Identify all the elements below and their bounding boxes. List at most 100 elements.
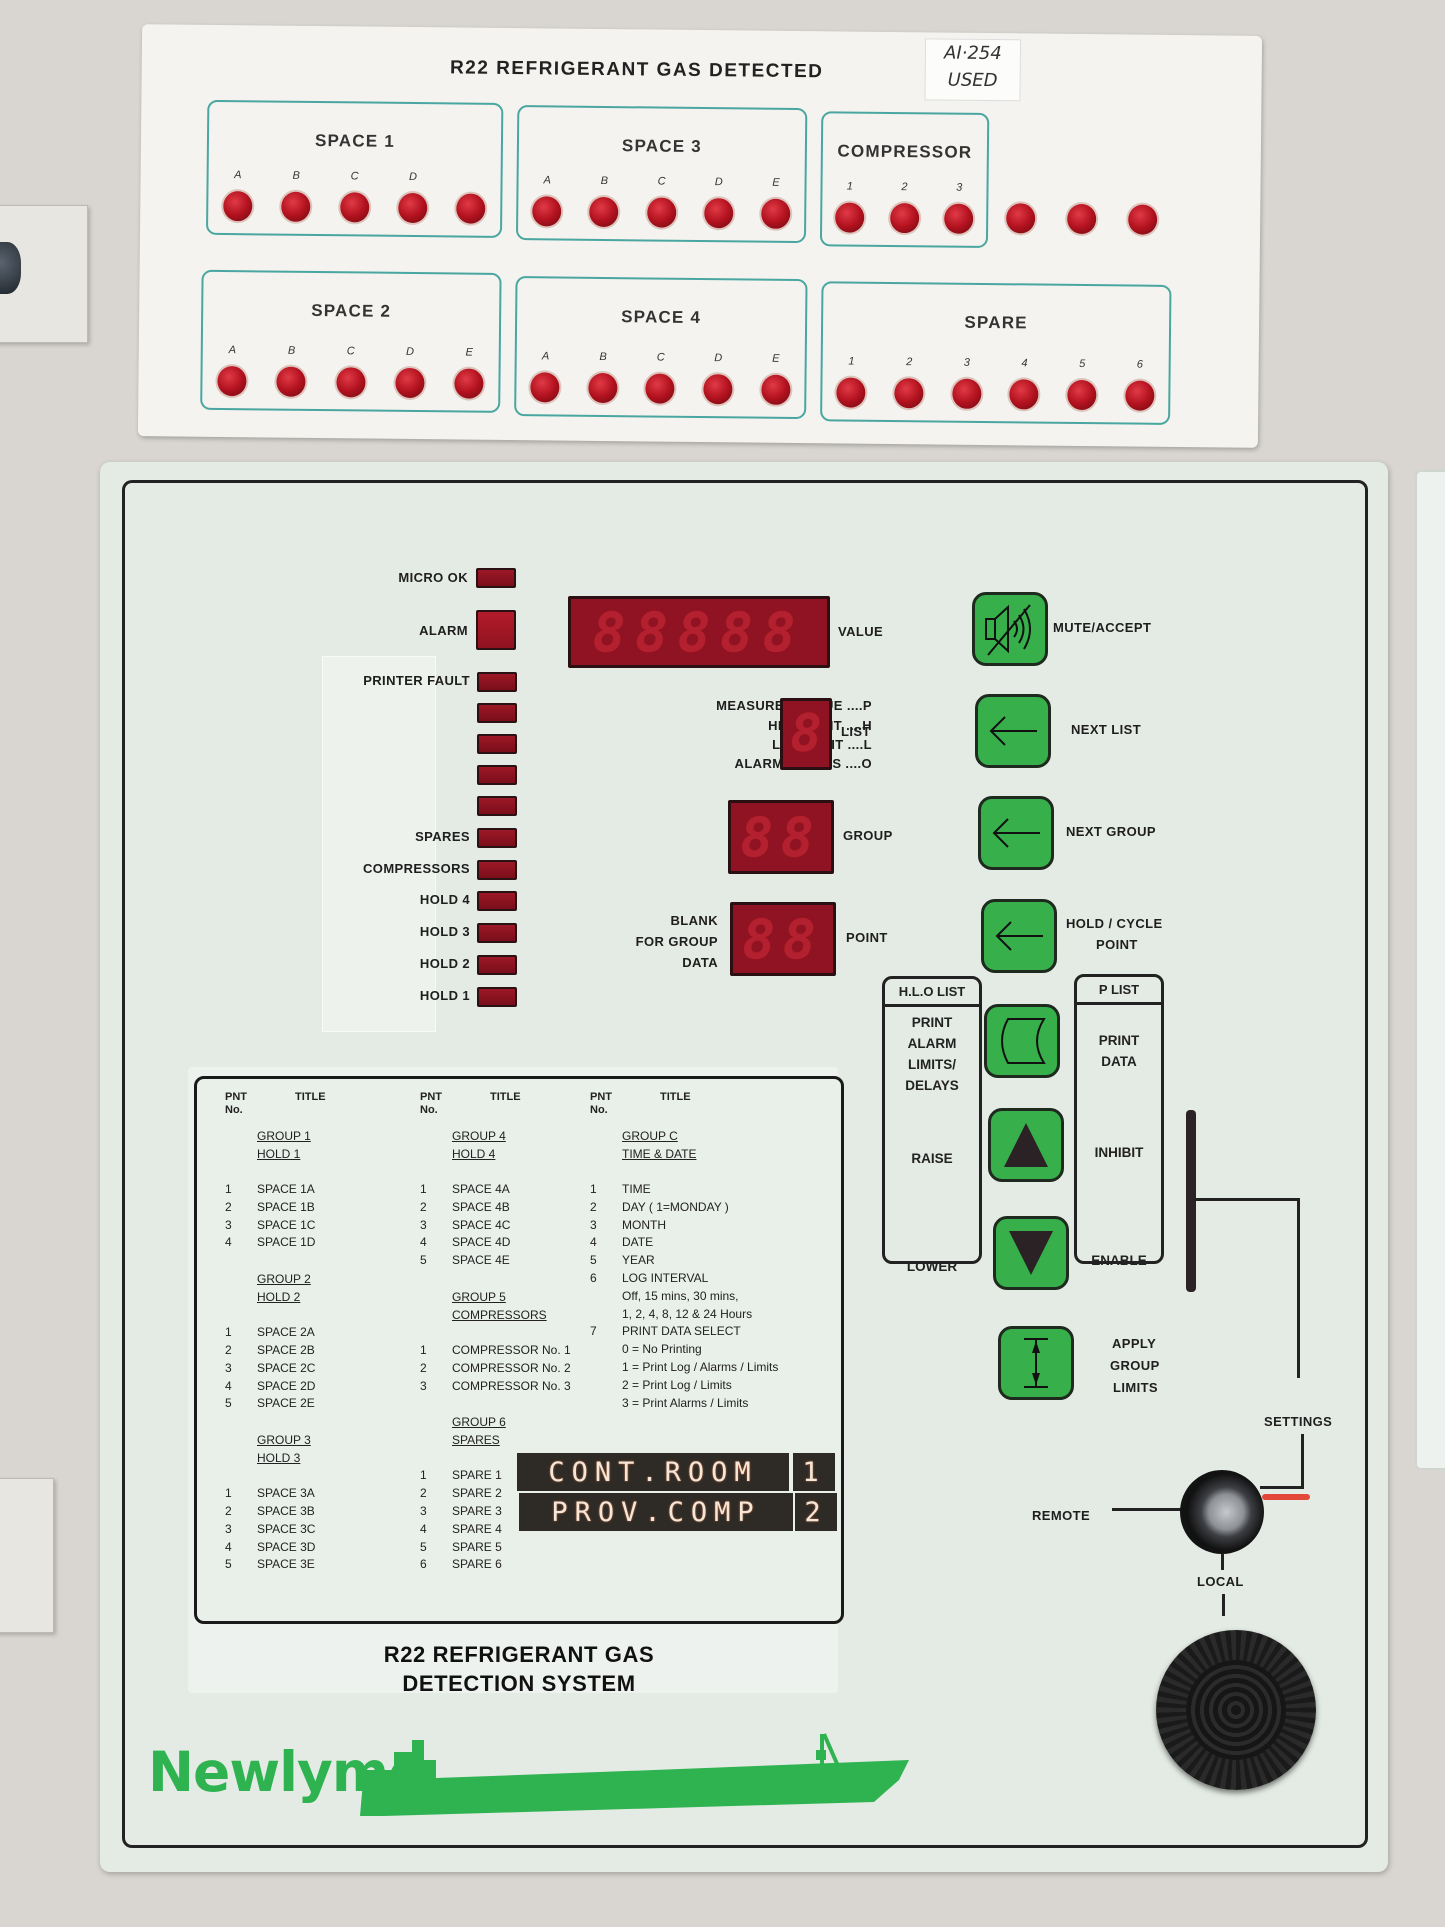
lamp-label: D — [408, 170, 418, 184]
speaker-muted-icon — [985, 604, 1031, 656]
hlo-print-0: PRINT — [911, 1015, 953, 1030]
settings-line-connect — [1260, 1486, 1304, 1489]
lamp-cell: A — [202, 344, 262, 397]
point-number: 4 — [420, 1521, 427, 1536]
hlo-raise: RAISE — [911, 1151, 953, 1166]
point-label: POINT — [846, 930, 888, 945]
micro-ok-label: MICRO OK — [398, 570, 468, 585]
annunciator-title: R22 REFRIGERANT GAS DETECTED — [449, 57, 824, 83]
indicator-lamp — [645, 373, 676, 404]
point-title: SPACE 4B — [452, 1199, 510, 1214]
lamp-label: B — [287, 344, 296, 357]
lower-button[interactable] — [993, 1216, 1069, 1290]
point-number: 4 — [590, 1235, 597, 1250]
next-group-button[interactable] — [978, 796, 1054, 870]
hold4-led — [477, 891, 517, 911]
point-title: DATE — [622, 1235, 654, 1250]
arrow-left-icon — [989, 716, 1037, 746]
key-switch[interactable] — [1180, 1470, 1264, 1554]
point-title: SPACE 4E — [452, 1253, 510, 1268]
point-number: 7 — [590, 1324, 597, 1339]
point-display: 88 — [730, 902, 836, 976]
point-number: 2 — [590, 1199, 597, 1214]
point-title: SPACE 3A — [257, 1486, 315, 1501]
unlabeled-lamps — [1006, 203, 1158, 235]
lamp-cell: B — [261, 344, 321, 397]
lamp-cell: 2 — [877, 181, 932, 234]
point-number: 3 — [420, 1503, 427, 1518]
wall-knob[interactable] — [0, 242, 21, 294]
p-list-header: P LIST — [1077, 977, 1161, 1005]
point-number — [590, 1288, 622, 1306]
group-heading: HOLD 4 — [452, 1147, 496, 1161]
hold1-led — [477, 987, 517, 1007]
lamp-label: C — [657, 175, 666, 188]
lamp-cell: 4 — [995, 357, 1053, 410]
point-number: 5 — [420, 1539, 427, 1554]
point-number: 3 — [420, 1378, 427, 1393]
lamp-label: D — [714, 176, 723, 189]
lamp-cell: 3 — [938, 356, 996, 409]
apply-label-1: APPLY — [1112, 1336, 1157, 1351]
point-title: 1, 2, 4, 8, 12 & 24 Hours — [622, 1306, 753, 1321]
lamp-cell: 5 — [1053, 358, 1111, 411]
system-title: R22 REFRIGERANT GAS DETECTION SYSTEM — [194, 1640, 844, 1698]
wall-switch-box — [0, 205, 88, 343]
settings-label: SETTINGS — [1264, 1414, 1333, 1429]
hold4-label: HOLD 4 — [419, 892, 470, 907]
lamp-label: A — [541, 350, 550, 363]
mute-accept-button[interactable] — [972, 592, 1048, 666]
point-title: PRINT DATA SELECT — [622, 1324, 741, 1339]
hold-cycle-point-button[interactable] — [981, 899, 1057, 973]
group-heading: GROUP 6 — [452, 1415, 506, 1430]
hlo-list-box: H.L.O LIST PRINT ALARM LIMITS/ DELAYS RA… — [882, 976, 982, 1274]
point-title: 2 = Print Log / Limits — [622, 1377, 732, 1392]
system-title-line-1: R22 REFRIGERANT GAS — [383, 1642, 655, 1667]
remote-label: REMOTE — [1032, 1508, 1091, 1523]
lamp-label: 1 — [846, 180, 853, 193]
print-button[interactable] — [984, 1004, 1060, 1078]
point-title: SPACE 2E — [257, 1396, 315, 1411]
point-note-2: DATA — [682, 955, 718, 970]
indicator-lamp — [276, 366, 306, 397]
label-tape-prov-comp: PROV.COMP — [519, 1493, 793, 1531]
panel-border — [122, 480, 1368, 1848]
lamp-cell: 1 — [822, 355, 880, 408]
lamp-cell: E — [439, 346, 499, 399]
lamp-label: A — [228, 344, 237, 357]
local-line-lower — [1222, 1594, 1225, 1616]
group-heading: GROUP 3 — [257, 1433, 311, 1448]
apply-group-limits-button[interactable] — [998, 1326, 1074, 1400]
point-title: SPACE 4D — [452, 1235, 511, 1250]
group-heading: GROUP 1 — [257, 1129, 311, 1143]
indicator-lamp — [532, 196, 562, 227]
local-line — [1221, 1554, 1224, 1570]
lamp-label: A — [543, 174, 551, 187]
point-title: SPACE 3E — [257, 1557, 315, 1572]
raise-button[interactable] — [988, 1108, 1064, 1182]
next-list-button[interactable] — [975, 694, 1051, 768]
zone-title: SPACE 4 — [621, 307, 702, 328]
point-title: DAY ( 1=MONDAY ) — [622, 1199, 729, 1214]
point-number: 6 — [590, 1270, 597, 1285]
next-group-label: NEXT GROUP — [1066, 824, 1156, 839]
point-number — [590, 1395, 622, 1413]
point-number: 3 — [225, 1217, 232, 1232]
point-title: SPACE 1A — [257, 1182, 315, 1196]
lamp-cell: E — [747, 353, 805, 406]
point-number: 4 — [225, 1235, 232, 1250]
lamp-cell — [442, 171, 501, 224]
p-enable: ENABLE — [1091, 1253, 1147, 1268]
label-tape-num-2: 2 — [795, 1493, 837, 1531]
lamp-label: 4 — [1021, 357, 1028, 370]
